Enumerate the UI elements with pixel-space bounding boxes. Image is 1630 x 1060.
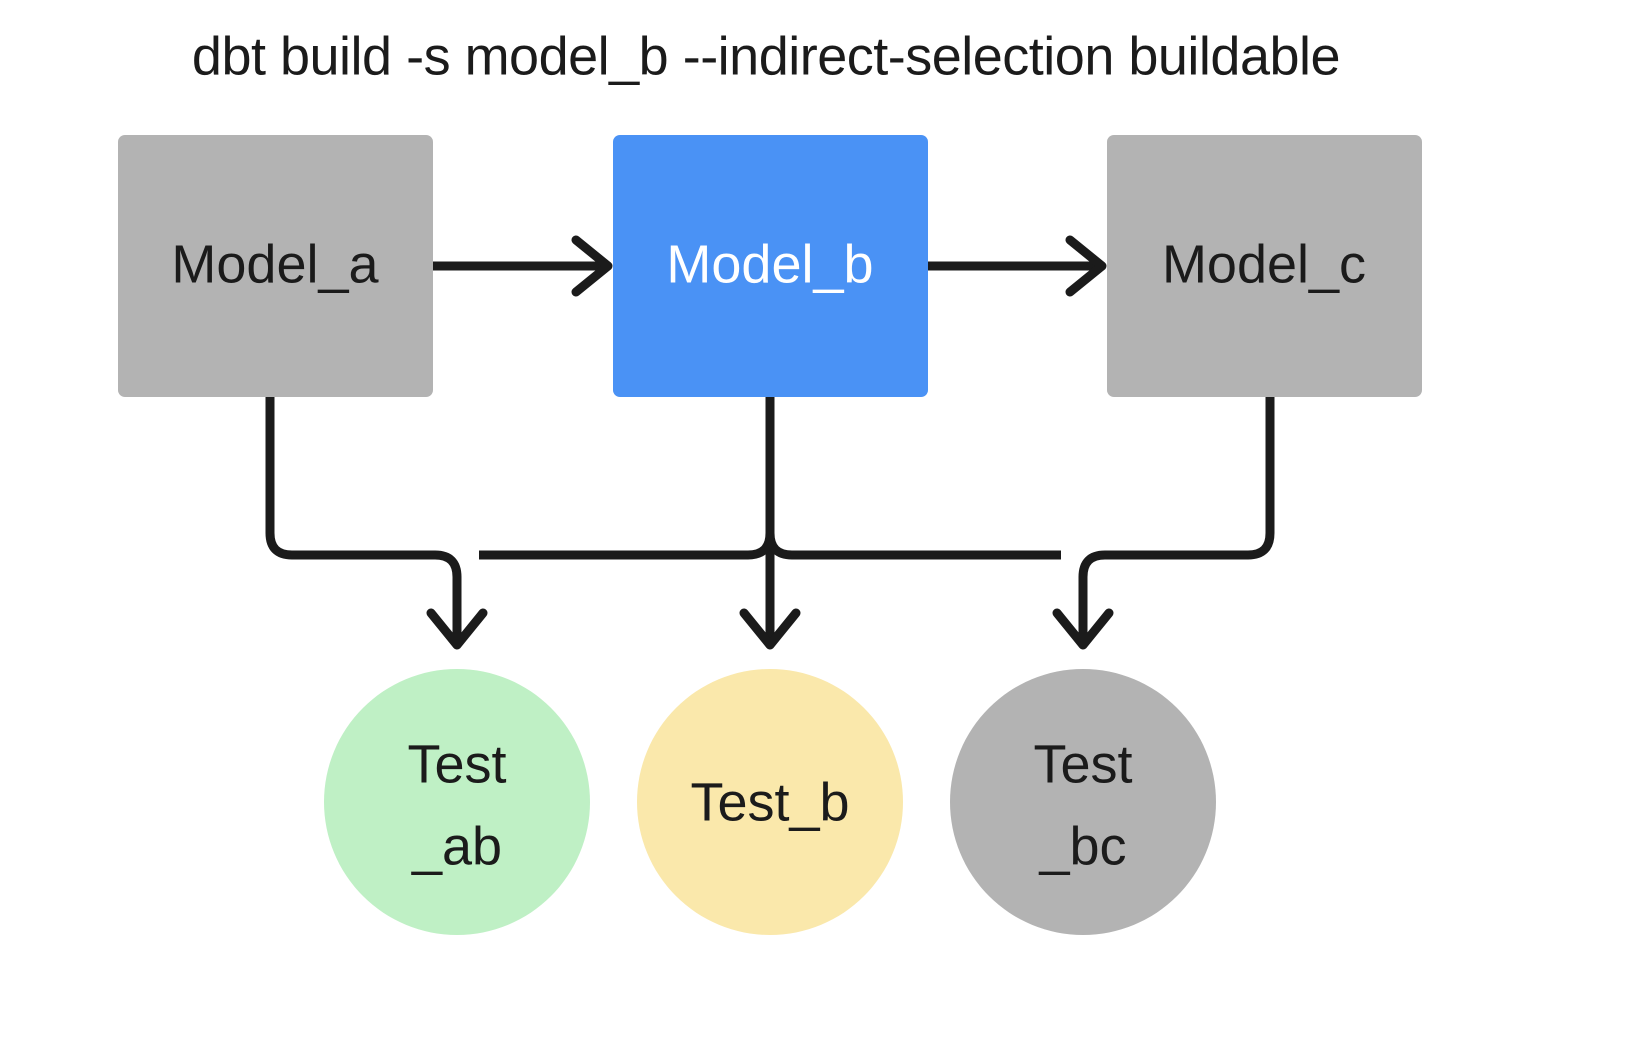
edge-model-a-to-model-b <box>433 235 613 297</box>
test-bc-label-line2: _bc <box>1038 816 1126 876</box>
test-b-label-line1: Test_b <box>690 772 849 832</box>
edge-model-a-to-test-ab <box>265 397 488 650</box>
model-a-label: Model_a <box>171 234 379 294</box>
test-ab-label-line1: Test <box>407 734 506 794</box>
node-test-b[interactable]: Test_b <box>637 669 903 935</box>
edge-model-c-to-test-bc <box>1052 397 1275 650</box>
test-ab-circle[interactable] <box>324 669 590 935</box>
node-test-ab[interactable]: Test _ab <box>324 669 590 935</box>
edge-model-b-to-model-c <box>928 235 1107 297</box>
test-ab-label-line2: _ab <box>411 816 502 876</box>
edge-model-b-to-test-ab <box>479 532 775 560</box>
model-c-box[interactable] <box>1107 135 1422 397</box>
model-c-label: Model_c <box>1162 234 1366 294</box>
edge-model-b-to-test-bc <box>765 532 1061 560</box>
node-model-b[interactable]: Model_b <box>613 135 928 397</box>
node-test-bc[interactable]: Test _bc <box>950 669 1216 935</box>
model-b-box[interactable] <box>613 135 928 397</box>
model-b-label: Model_b <box>666 234 873 294</box>
edge-model-b-to-test-b <box>739 397 801 650</box>
node-model-c[interactable]: Model_c <box>1107 135 1422 397</box>
page-title: dbt build -s model_b --indirect-selectio… <box>192 26 1340 86</box>
node-model-a[interactable]: Model_a <box>118 135 433 397</box>
model-a-box[interactable] <box>118 135 433 397</box>
test-bc-label-line1: Test <box>1033 734 1132 794</box>
test-bc-circle[interactable] <box>950 669 1216 935</box>
test-b-circle[interactable] <box>637 669 903 935</box>
